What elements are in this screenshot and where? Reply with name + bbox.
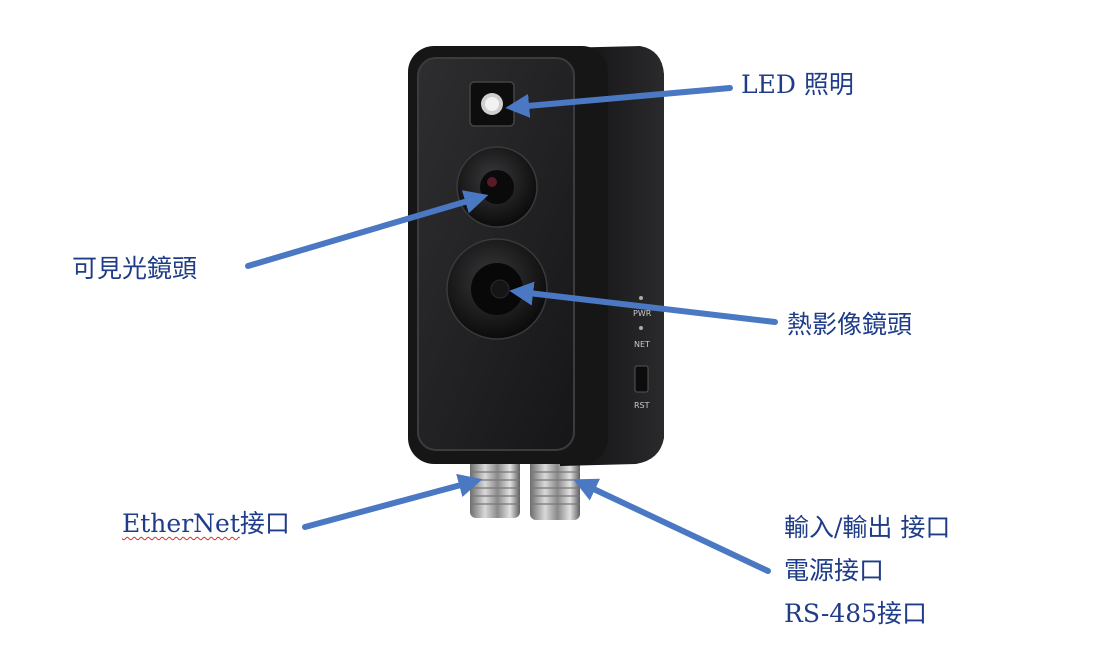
arrow-visible-lens [245, 190, 489, 269]
status-indicators: PWR NET RST [633, 296, 652, 410]
arrow-led [505, 85, 733, 118]
io-port-label: 輸入/輸出 接口 [784, 513, 951, 542]
led-light-label: LED 照明 [741, 70, 854, 99]
thermal-lens [446, 238, 548, 340]
camera-device: PWR NET RST [408, 46, 664, 520]
ethernet-prefix: EtherNet [122, 509, 240, 538]
rs485-port-label: RS-485接口 [784, 599, 928, 628]
ports-label-group: 輸入/輸出 接口 電源接口 RS-485接口 [784, 515, 950, 644]
callout-arrows [245, 85, 778, 574]
led-light [469, 81, 515, 127]
pwr-indicator-label: PWR [633, 309, 652, 318]
thermal-lens-label: 熱影像鏡頭 [787, 310, 913, 339]
rst-button-label: RST [634, 401, 650, 410]
ethernet-port-label: EtherNet接口 [122, 511, 290, 536]
ethernet-suffix: 接口 [239, 509, 290, 538]
ethernet-connector [470, 458, 520, 518]
visible-lens-label: 可見光鏡頭 [72, 254, 198, 283]
power-port-label: 電源接口 [784, 556, 885, 585]
io-power-connector [530, 458, 580, 520]
arrow-thermal-lens [509, 281, 778, 325]
reset-button [634, 365, 649, 393]
visible-lens [456, 146, 538, 228]
arrow-ethernet [302, 473, 483, 530]
arrow-io-power [573, 478, 771, 574]
net-indicator-label: NET [634, 340, 650, 349]
